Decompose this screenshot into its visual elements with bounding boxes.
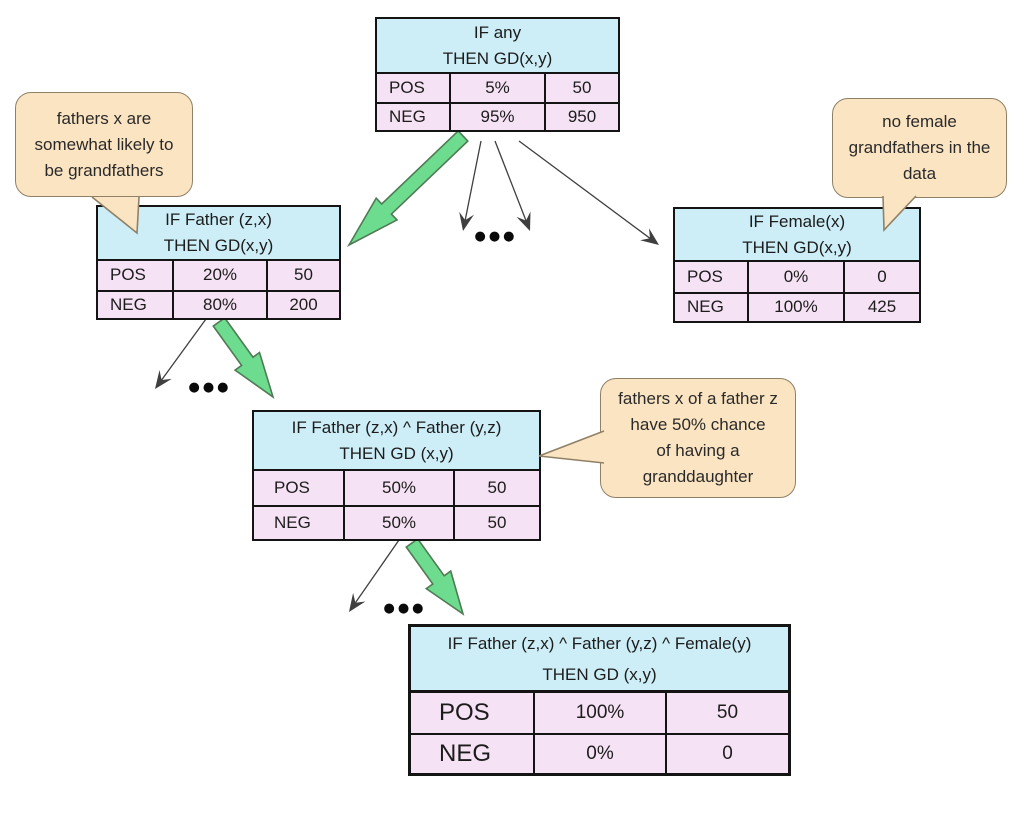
neg-percent: 95% (449, 102, 544, 130)
rule-header: IF Father (z,x) ^ Father (y,z) THEN GD (… (254, 412, 539, 471)
green-arrow (346, 129, 469, 247)
pos-count: 50 (266, 261, 339, 290)
thin-arrow-head (349, 592, 366, 612)
callout-father-note: fathers x are somewhat likely to be gran… (15, 92, 193, 197)
ellipsis-dots: ●●● (474, 229, 518, 244)
neg-percent: 50% (343, 505, 453, 539)
neg-label: NEG (675, 291, 747, 322)
callout-tail-father-father (538, 430, 605, 464)
callout-line: fathers x are (56, 108, 152, 128)
neg-count: 50 (453, 505, 539, 539)
rule-header: IF Female(x) THEN GD(x,y) (675, 209, 919, 262)
pos-label: POS (110, 265, 146, 285)
rule-then-line: THEN GD(x,y) (163, 236, 274, 255)
callout-line: of having a (656, 441, 740, 460)
ellipsis-dots: ●●● (383, 601, 427, 616)
neg-percent: 0% (533, 733, 665, 773)
neg-label: NEG (411, 733, 533, 773)
thin-arrow-line (464, 140, 482, 221)
thin-arrow-head (155, 370, 172, 389)
callout-line: data (902, 164, 937, 183)
pos-percent: 5% (449, 74, 544, 102)
pos-count: 50 (544, 74, 618, 102)
rule-table-father: IF Father (z,x) THEN GD(x,y) POS 20% 50 … (96, 205, 341, 320)
rule-header: IF any THEN GD(x,y) (377, 19, 618, 74)
callout-female-note: no female grandfathers in the data (832, 98, 1007, 198)
thin-arrow-head (459, 211, 474, 231)
neg-label: NEG (98, 289, 172, 319)
rule-then-line: THEN GD(x,y) (742, 237, 852, 257)
neg-count: 0 (665, 733, 788, 773)
thin-arrow-head (640, 228, 659, 245)
callout-line: granddaughter (642, 467, 754, 486)
neg-percent: 80% (172, 289, 266, 318)
pos-label: POS (439, 699, 490, 726)
pos-label: POS (687, 266, 723, 286)
callout-line: be grandfathers (44, 160, 164, 180)
rule-table-father-father-female: IF Father (z,x) ^ Father (y,z) ^ Female(… (408, 624, 791, 776)
neg-label: NEG (254, 505, 343, 539)
callout-line: no female (882, 112, 957, 131)
pos-percent: 50% (343, 471, 453, 505)
pos-label: POS (389, 78, 425, 97)
pos-percent: 20% (172, 261, 266, 290)
thin-arrow-line (354, 539, 400, 604)
callout-line: grandfathers in the (848, 138, 991, 157)
rule-header: IF Father (z,x) THEN GD(x,y) (98, 207, 339, 261)
pos-count: 50 (453, 471, 539, 505)
pos-percent: 100% (533, 693, 665, 733)
callout-line: somewhat likely to (34, 134, 174, 154)
callout-line: have 50% chance (630, 415, 766, 434)
pos-percent: 0% (747, 262, 843, 292)
thin-arrow-line (494, 140, 527, 221)
callout-father-father-note: fathers x of a father z have 50% chance … (600, 378, 796, 498)
neg-percent: 100% (747, 291, 843, 321)
neg-count: 950 (544, 102, 618, 130)
rule-if-line: IF Father (z,x) ^ Father (y,z) (291, 417, 502, 437)
rule-if-line: IF Female(x) (748, 211, 846, 231)
thin-arrow-head (516, 211, 531, 231)
rule-table-root: IF any THEN GD(x,y) POS 5% 50 NEG 95% 95… (375, 17, 620, 132)
rule-then-line: THEN GD (x,y) (339, 443, 454, 463)
rule-if-line: IF Father (z,x) ^ Father (y,z) ^ Female(… (447, 633, 752, 653)
ellipsis-dots: ●●● (188, 380, 232, 395)
pos-label: POS (274, 478, 310, 497)
rule-table-father-father: IF Father (z,x) ^ Father (y,z) THEN GD (… (252, 410, 541, 541)
rule-if-line: IF Father (z,x) (165, 210, 272, 229)
thin-arrow-line (518, 140, 651, 239)
rule-table-female: IF Female(x) THEN GD(x,y) POS 0% 0 NEG 1… (673, 207, 921, 323)
rule-then-line: THEN GD (x,y) (542, 664, 657, 684)
neg-count: 200 (266, 289, 339, 318)
pos-count: 0 (843, 262, 919, 292)
pos-count: 50 (665, 693, 788, 733)
neg-label: NEG (377, 102, 449, 130)
rule-then-line: THEN GD(x,y) (442, 48, 553, 68)
neg-count: 425 (843, 291, 919, 321)
thin-arrow-line (161, 318, 207, 381)
callout-line: fathers x of a father z (618, 389, 778, 408)
rule-if-line: IF any (473, 22, 522, 42)
rule-header: IF Father (z,x) ^ Father (y,z) ^ Female(… (411, 627, 788, 693)
